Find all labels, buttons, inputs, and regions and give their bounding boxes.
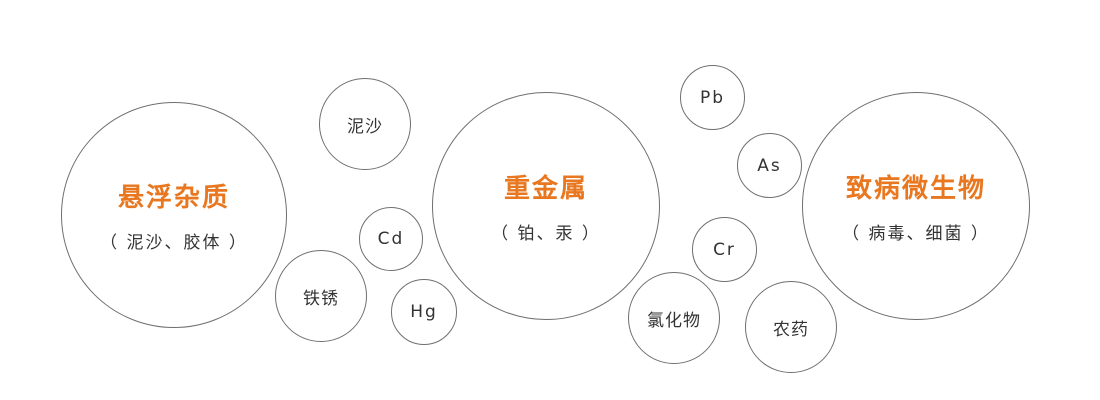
item-label: Hg bbox=[410, 302, 438, 322]
item-label: 氯化物 bbox=[647, 310, 701, 331]
item-bubble-as: As bbox=[737, 133, 802, 198]
category-subtitle: （ 铂、汞 ） bbox=[491, 224, 601, 244]
category-title: 致病微生物 bbox=[845, 174, 986, 204]
item-label: Cd bbox=[377, 229, 405, 249]
category-title: 悬浮杂质 bbox=[117, 183, 230, 213]
category-subtitle: （ 泥沙、胶体 ） bbox=[100, 233, 248, 253]
item-bubble-chloride: 氯化物 bbox=[628, 272, 720, 364]
category-heavy-metals: 重金属 （ 铂、汞 ） bbox=[432, 92, 660, 320]
item-label: Cr bbox=[713, 239, 736, 260]
category-subtitle: （ 病毒、细菌 ） bbox=[842, 224, 990, 244]
item-label: Pb bbox=[699, 87, 726, 108]
item-label: 泥沙 bbox=[347, 116, 383, 137]
category-pathogenic-microbes: 致病微生物 （ 病毒、细菌 ） bbox=[802, 92, 1030, 320]
item-label: 农药 bbox=[773, 319, 809, 340]
item-label: As bbox=[757, 155, 782, 176]
item-bubble-cr: Cr bbox=[692, 217, 757, 282]
item-bubble-cd: Cd bbox=[359, 207, 423, 271]
item-bubble-sand: 泥沙 bbox=[319, 78, 411, 170]
item-label: 铁锈 bbox=[303, 288, 339, 309]
item-bubble-hg: Hg bbox=[391, 279, 457, 345]
category-suspended-impurities: 悬浮杂质 （ 泥沙、胶体 ） bbox=[61, 102, 287, 328]
category-title: 重金属 bbox=[503, 174, 588, 204]
item-bubble-pesticide: 农药 bbox=[745, 281, 837, 373]
item-bubble-rust: 铁锈 bbox=[275, 250, 367, 342]
item-bubble-pb: Pb bbox=[680, 65, 745, 130]
